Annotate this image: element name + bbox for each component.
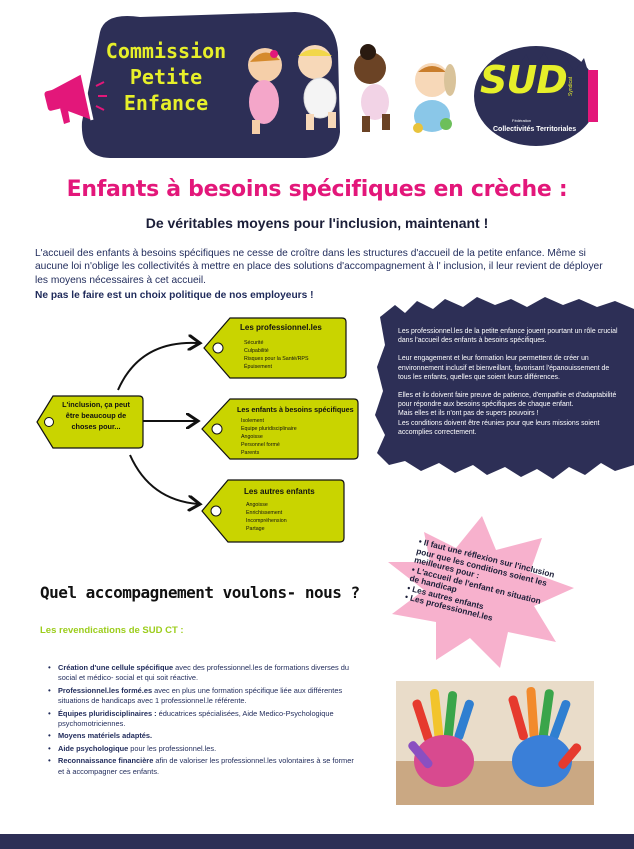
claim-rest: avec des professionnel.les de formations… [58, 663, 349, 683]
header-banner [81, 12, 340, 158]
list-item: Partage [246, 526, 265, 532]
header-title-line: Enfance [123, 91, 209, 115]
target-tag-items: Sécurité Culpabilité Risques pour la San… [244, 339, 308, 371]
list-item: Equipe pluridisciplinaire [241, 426, 297, 432]
claim-strong: Aide psychologique [58, 743, 129, 753]
page-subtitle: De véritables moyens pour l'inclusion, m… [145, 215, 489, 231]
info-panel [375, 297, 634, 479]
claim-strong: Reconnaissance financière [58, 756, 154, 766]
target-tag-title: Les professionnel.les [240, 323, 322, 332]
list-item: Isolement [241, 418, 264, 424]
sud-logo [474, 46, 598, 146]
claim-strong: Moyens matériels adaptés. [58, 731, 153, 741]
target-tag-title: Les enfants à besoins spécifiques [237, 405, 354, 414]
claims-list: Création d'une cellule spécifique avec d… [48, 663, 358, 779]
megaphone-icon [44, 73, 107, 124]
panel-paragraph: Elles et ils doivent faire preuve de pat… [398, 392, 617, 436]
toddlers-illustration [248, 44, 456, 134]
list-item: Angoisse [241, 434, 263, 440]
painted-hands-photo [396, 681, 594, 805]
list-item: Création d'une cellule spécifique avec d… [48, 663, 358, 684]
section-title: Quel accompagnement voulons- nous ? [40, 583, 360, 602]
footer-bar [0, 834, 634, 849]
target-tag-items: Angoisse Enrichissement Incompréhension … [246, 501, 287, 533]
arrow-icon [129, 454, 198, 504]
info-panel-text: Les professionnel.les de la petite enfan… [398, 327, 620, 446]
target-tag-items: Isolement Equipe pluridisciplinaire Ango… [241, 417, 297, 457]
claim-rest: afin de valoriser les professionnel.les … [58, 756, 354, 776]
claim-strong: Équipes pluridisciplinaires : [58, 708, 157, 718]
target-tag [203, 317, 347, 379]
target-tag [201, 479, 345, 543]
intro-strong: Ne pas le faire est un choix politique d… [35, 290, 314, 301]
list-item: Culpabilité [244, 348, 269, 354]
page-title: Enfants à besoins spécifiques en crèche … [66, 177, 568, 202]
claims-heading: Les revendications de SUD CT : [40, 625, 184, 636]
claim-strong: Création d'une cellule spécifique [58, 663, 174, 672]
arrow-icon [117, 343, 198, 391]
panel-paragraph: Leur engagement et leur formation leur p… [398, 355, 610, 381]
source-tag [36, 395, 144, 449]
list-item: Parents [241, 450, 260, 456]
claim-rest: éducatrices spécialisées, Aide Medico-Ps… [58, 708, 334, 729]
panel-paragraph: Les professionnel.les de la petite enfan… [398, 328, 618, 345]
list-item: Moyens matériels adaptés. [48, 731, 358, 742]
header-title: Commission Petite Enfance [96, 38, 236, 116]
header-title-line: Commission [105, 39, 227, 63]
claim-rest: avec en plus une formation spécifique li… [58, 685, 343, 706]
list-item: Aide psychologique pour les professionne… [48, 743, 358, 755]
logo-name: SUD [480, 58, 568, 102]
list-item: Enrichissement [246, 510, 283, 516]
list-item: Sécurité [244, 340, 264, 346]
logo-subtitle: Collectivités Territoriales [493, 126, 577, 133]
intro-paragraph: L'accueil des enfants à besoins spécifiq… [35, 248, 603, 286]
claim-strong: Professionnel.les formé.es [58, 685, 153, 695]
source-tag-text: L'inclusion, ça peut être beaucoup de ch… [62, 400, 130, 431]
list-item: Équipes pluridisciplinaires : éducatrice… [48, 708, 358, 730]
target-tag-title: Les autres enfants [244, 487, 315, 496]
list-item: Reconnaissance financière afin de valori… [48, 756, 358, 777]
list-item: Angoisse [246, 502, 268, 508]
header-title-line: Petite [129, 65, 203, 89]
list-item: Risques pour la Santé/RPS [244, 356, 309, 362]
claim-rest: pour les professionnel.les. [128, 743, 217, 753]
logo-small-text: Fédération [512, 118, 532, 123]
list-item: Incompréhension [246, 518, 287, 524]
list-item: Épuisement [244, 364, 272, 370]
list-item: Professionnel.les formé.es avec en plus … [48, 685, 358, 707]
list-item: Personnel formé [241, 442, 280, 448]
target-tag [201, 398, 359, 460]
